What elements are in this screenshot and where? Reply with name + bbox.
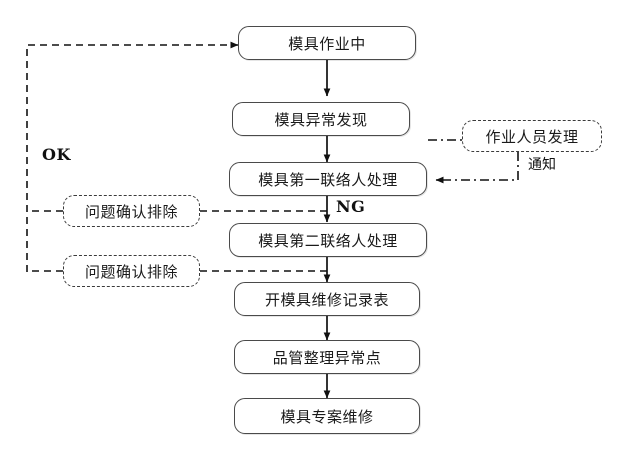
node-label: 模具专案维修 — [280, 407, 374, 426]
process-node-first-contact-handling[interactable]: 模具第一联络人处理 — [229, 162, 427, 196]
process-node-open-repair-record[interactable]: 开模具维修记录表 — [234, 282, 420, 316]
process-node-mold-in-operation[interactable]: 模具作业中 — [238, 26, 416, 60]
dashed-node-problem-confirmed-resolved-1[interactable]: 问题确认排除 — [63, 195, 200, 227]
process-node-qc-collect-abnormal-points[interactable]: 品管整理异常点 — [234, 340, 420, 374]
process-node-second-contact-handling[interactable]: 模具第二联络人处理 — [229, 223, 427, 257]
node-label: 模具第一联络人处理 — [258, 170, 398, 189]
edge-notify-to-n3 — [435, 152, 519, 184]
node-label: 问题确认排除 — [84, 262, 178, 281]
edge-label-notify-text: 通知 — [528, 157, 556, 173]
edge-label-ok-text: OK — [42, 145, 71, 164]
process-node-abnormality-found[interactable]: 模具异常发现 — [232, 102, 410, 136]
node-label: 模具异常发现 — [274, 110, 368, 129]
process-node-special-mold-repair[interactable]: 模具专案维修 — [234, 398, 420, 434]
edge-label-notify: 通知 — [528, 154, 556, 174]
edge-label-ok: OK — [42, 145, 71, 164]
node-label: 模具第二联络人处理 — [258, 231, 398, 250]
node-label: 模具作业中 — [288, 34, 366, 53]
edge-label-ng: NG — [336, 197, 365, 216]
node-label: 问题确认排除 — [84, 202, 178, 221]
edge-label-ng-text: NG — [336, 197, 366, 216]
node-label: 开模具维修记录表 — [264, 290, 389, 309]
dashed-node-operator-handling[interactable]: 作业人员发理 — [462, 120, 602, 152]
node-label: 品管整理异常点 — [272, 348, 382, 367]
node-label: 作业人员发理 — [485, 127, 579, 146]
dashed-node-problem-confirmed-resolved-2[interactable]: 问题确认排除 — [63, 255, 200, 287]
